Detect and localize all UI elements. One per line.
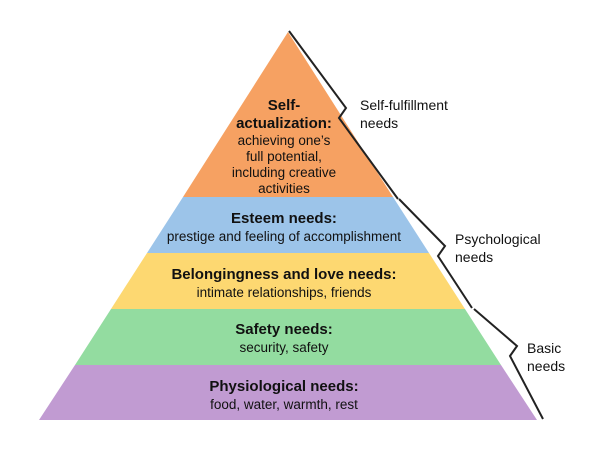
belonging-title: Belongingness and love needs: [171,266,396,283]
bracket-psychological [398,198,473,309]
layer-physiological [39,365,537,420]
layer-esteem [147,197,429,253]
self-actualization-desc-line2: full potential, [246,149,322,164]
self-actualization-desc-line3: including creative [232,165,336,180]
label-psychological-line2: needs [455,249,493,265]
label-self-fulfillment-line2: needs [360,115,398,131]
layer-self-actualization [183,32,393,197]
label-basic-line1: Basic [527,340,561,356]
physiological-desc: food, water, warmth, rest [210,397,358,412]
safety-desc: security, safety [239,340,328,355]
layer-belonging [111,253,465,309]
self-actualization-desc-line1: achieving one’s [238,133,331,148]
bracket-self-fulfillment [288,30,399,200]
self-actualization-title-line2: actualization: [236,115,332,132]
belonging-desc: intimate relationships, friends [197,285,372,300]
label-basic-line2: needs [527,358,565,374]
bracket-basic [473,308,544,420]
esteem-desc: prestige and feeling of accomplishment [167,229,401,244]
physiological-title: Physiological needs: [209,378,358,395]
layer-safety [75,309,501,365]
label-psychological-line1: Psychological [455,231,541,247]
safety-title: Safety needs: [235,321,333,338]
self-actualization-title-line1: Self- [268,97,301,114]
self-actualization-desc-line4: activities [258,181,310,196]
label-self-fulfillment-line1: Self-fulfillment [360,97,448,113]
esteem-title: Esteem needs: [231,210,337,227]
